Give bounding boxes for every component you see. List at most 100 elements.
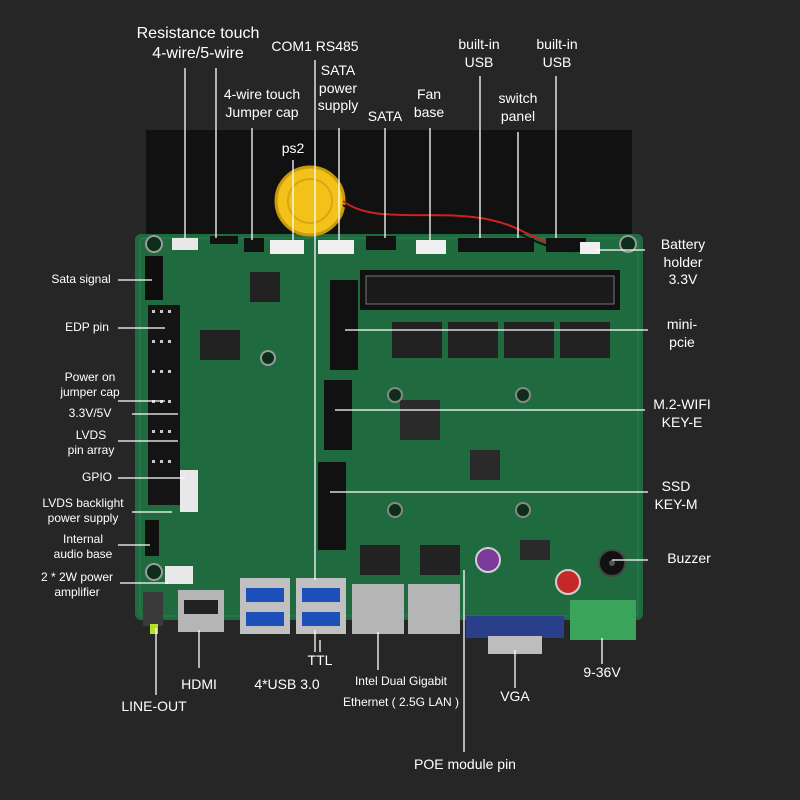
- label-internal-audio: Internal audio base: [46, 532, 120, 562]
- label-edp-pin: EDP pin: [65, 320, 109, 334]
- sata-signal-header: [145, 256, 163, 300]
- label-builtin-usb-2: built-in USB: [524, 36, 590, 71]
- label-line: USB: [464, 53, 494, 70]
- gpio-connector: [180, 470, 198, 512]
- label-line: power: [318, 79, 358, 96]
- sata-connector: [366, 236, 396, 250]
- label-line: Intel Dual Gigabit: [354, 674, 448, 688]
- ram-chip: [448, 322, 498, 358]
- ram-chip: [504, 322, 554, 358]
- ram-chip: [560, 322, 610, 358]
- amplifier-connector: [165, 566, 193, 584]
- label-line: 2 * 2W power: [40, 570, 114, 584]
- label-line: 4-wire touch: [223, 86, 301, 102]
- label-line: power supply: [47, 511, 119, 525]
- label-dc-in: 9-36V: [583, 664, 621, 680]
- label-line: KEY-M: [654, 495, 698, 512]
- label-m2-wifi: M.2-WIFI KEY-E: [642, 396, 722, 431]
- label-sata-signal: Sata signal: [51, 272, 111, 286]
- m2-ssd-slot: [318, 462, 346, 550]
- label-line: KEY-E: [661, 413, 703, 430]
- label-sata: SATA: [367, 108, 403, 124]
- label-line: pin array: [67, 443, 115, 457]
- ram-chip: [392, 322, 442, 358]
- battery-connector: [580, 242, 600, 254]
- label-amplifier: 2 * 2W power amplifier: [34, 570, 120, 600]
- audio-jack-icon: [143, 592, 163, 626]
- label-line: Resistance touch: [136, 25, 260, 42]
- switch-panel-header: [546, 238, 586, 252]
- label-ssd: SSD KEY-M: [646, 478, 706, 513]
- label-vga: VGA: [500, 688, 530, 704]
- label-line: Battery: [660, 236, 706, 252]
- dc-terminal: [570, 600, 636, 640]
- label-4wire-touch: 4-wire touch Jumper cap: [214, 86, 310, 121]
- label-line: amplifier: [54, 585, 100, 599]
- touch-connector: [172, 238, 198, 250]
- label-line: jumper cap: [60, 385, 120, 399]
- label-line: built-in: [458, 36, 500, 52]
- label-poe: POE module pin: [414, 756, 516, 772]
- label-line-out: LINE-OUT: [121, 698, 187, 714]
- label-builtin-usb-1: built-in USB: [446, 36, 512, 71]
- label-line: switch: [498, 90, 538, 106]
- label-line: audio base: [53, 547, 113, 561]
- label-line: Ethernet ( 2.5G LAN ): [342, 695, 460, 709]
- label-line: USB: [542, 53, 572, 70]
- coin-cell-battery-icon: [274, 165, 346, 237]
- label-line: SSD: [661, 478, 691, 494]
- label-line: panel: [500, 107, 536, 124]
- label-ps2: ps2: [281, 140, 305, 156]
- ps2-connector: [270, 240, 304, 254]
- label-buzzer: Buzzer: [667, 550, 711, 566]
- label-line: mini-: [666, 316, 698, 332]
- black-panel: [146, 130, 632, 240]
- label-line: M.2-WIFI: [653, 396, 711, 412]
- label-ethernet: Intel Dual Gigabit Ethernet ( 2.5G LAN ): [336, 674, 466, 710]
- label-mini-pcie: mini- pcie: [652, 316, 712, 351]
- label-line: built-in: [536, 36, 578, 52]
- m2-wifi-slot: [324, 380, 352, 450]
- label-lvds-pin: LVDS pin array: [58, 428, 124, 458]
- label-3v3-5v: 3.3V/5V: [68, 406, 112, 420]
- label-power-on-jumper: Power on jumper cap: [50, 370, 130, 400]
- label-line: supply: [317, 97, 359, 113]
- capacitor: [555, 569, 581, 595]
- usb-pin-header: [458, 238, 534, 252]
- mount-hole: [260, 350, 276, 366]
- vga-port: [466, 616, 564, 638]
- capacitor: [475, 547, 501, 573]
- label-line: LVDS backlight: [42, 496, 124, 510]
- leader-lines: [118, 60, 648, 752]
- mini-pcie-slot: [330, 280, 358, 370]
- label-line: 4-wire/5-wire: [152, 45, 244, 62]
- fan-connector: [416, 240, 446, 254]
- mount-hole: [619, 235, 637, 253]
- label-sata-power: SATA power supply: [306, 62, 370, 115]
- label-line: holder: [663, 253, 703, 270]
- label-line: LVDS: [75, 428, 107, 442]
- label-switch-panel: switch panel: [486, 90, 550, 125]
- mount-hole: [145, 563, 163, 581]
- label-line: Jumper cap: [225, 103, 299, 120]
- label-line: Power on: [64, 370, 116, 384]
- label-line: base: [413, 103, 445, 120]
- label-line: pcie: [669, 333, 695, 350]
- left-pin-array: [148, 305, 180, 505]
- label-fan-base: Fan base: [396, 86, 462, 121]
- label-line: SATA: [320, 62, 356, 78]
- ethernet-port: [408, 584, 460, 634]
- label-resistance-touch: Resistance touch 4-wire/5-wire: [130, 24, 266, 64]
- label-lvds-backlight: LVDS backlight power supply: [34, 496, 132, 526]
- audio-header: [145, 520, 159, 556]
- label-com1: COM1 RS485: [271, 38, 359, 54]
- label-hdmi: HDMI: [181, 676, 217, 692]
- sata-power-connector: [318, 240, 354, 254]
- label-line: Fan: [416, 86, 442, 102]
- ethernet-port: [352, 584, 404, 634]
- mount-hole: [145, 235, 163, 253]
- label-gpio: GPIO: [81, 470, 112, 484]
- label-ttl: TTL: [307, 652, 333, 668]
